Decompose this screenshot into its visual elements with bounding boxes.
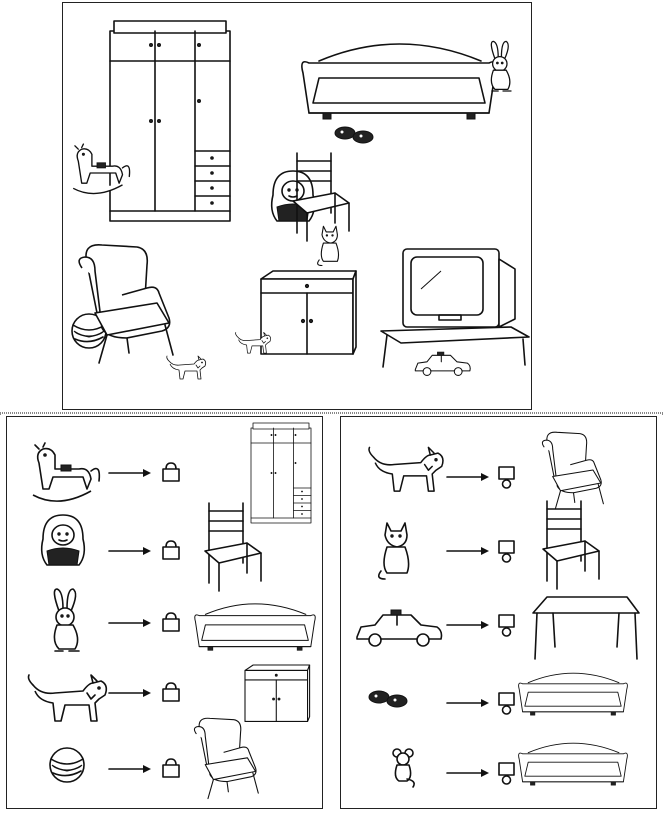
lock-icon (162, 540, 180, 560)
dog-icon (235, 332, 271, 354)
tag-icon (498, 692, 515, 715)
ball-icon (49, 747, 85, 783)
car-icon (414, 351, 471, 376)
dog-icon (368, 446, 444, 492)
wardrobe-icon (109, 20, 231, 222)
page-divider (0, 412, 663, 414)
arrow-icon (108, 468, 152, 478)
left-matching-panel (6, 416, 323, 809)
arrow-icon (446, 620, 490, 630)
dog-icon (27, 674, 108, 722)
rabbit-icon (53, 588, 80, 652)
dog-icon (166, 355, 207, 380)
scene-illustration (71, 20, 530, 380)
cat-icon (317, 225, 340, 267)
arrow-icon (446, 472, 490, 482)
arrow-icon (108, 618, 152, 628)
sofa-icon (301, 43, 497, 120)
matryoshka-icon (40, 514, 86, 566)
tag-icon (498, 762, 515, 785)
tag-icon (498, 466, 515, 489)
arrow-icon (108, 688, 152, 698)
wardrobe-icon (250, 422, 312, 524)
arrow-icon (108, 764, 152, 774)
sofa-icon (518, 742, 628, 786)
scene-panel (62, 2, 532, 410)
cat-icon (377, 522, 410, 580)
slippers-icon (368, 690, 408, 708)
armchair-icon (541, 431, 604, 510)
lock-icon (162, 682, 180, 702)
rocking-horse-icon (32, 442, 101, 502)
right-matching-panel (340, 416, 657, 809)
lock-icon (162, 462, 180, 482)
mouse-icon (392, 748, 415, 788)
arrow-icon (446, 546, 490, 556)
tag-icon (498, 614, 515, 637)
arrow-icon (446, 768, 490, 778)
sofa-icon (194, 603, 316, 651)
armchair-icon (193, 717, 259, 800)
arrow-icon (446, 698, 490, 708)
cabinet-icon (260, 270, 357, 355)
lock-icon (162, 612, 180, 632)
lock-icon (162, 758, 180, 778)
chair-icon (542, 500, 600, 590)
tag-icon (498, 540, 515, 563)
sofa-icon (518, 672, 628, 716)
arrow-icon (108, 546, 152, 556)
cabinet-icon (244, 664, 311, 722)
slippers-icon (334, 126, 374, 144)
tv-icon (380, 248, 530, 368)
car-icon (356, 609, 443, 647)
left-matching-illustration (27, 422, 316, 800)
right-matching-illustration (356, 431, 640, 788)
rabbit-icon (490, 40, 512, 92)
table-icon (532, 596, 640, 660)
